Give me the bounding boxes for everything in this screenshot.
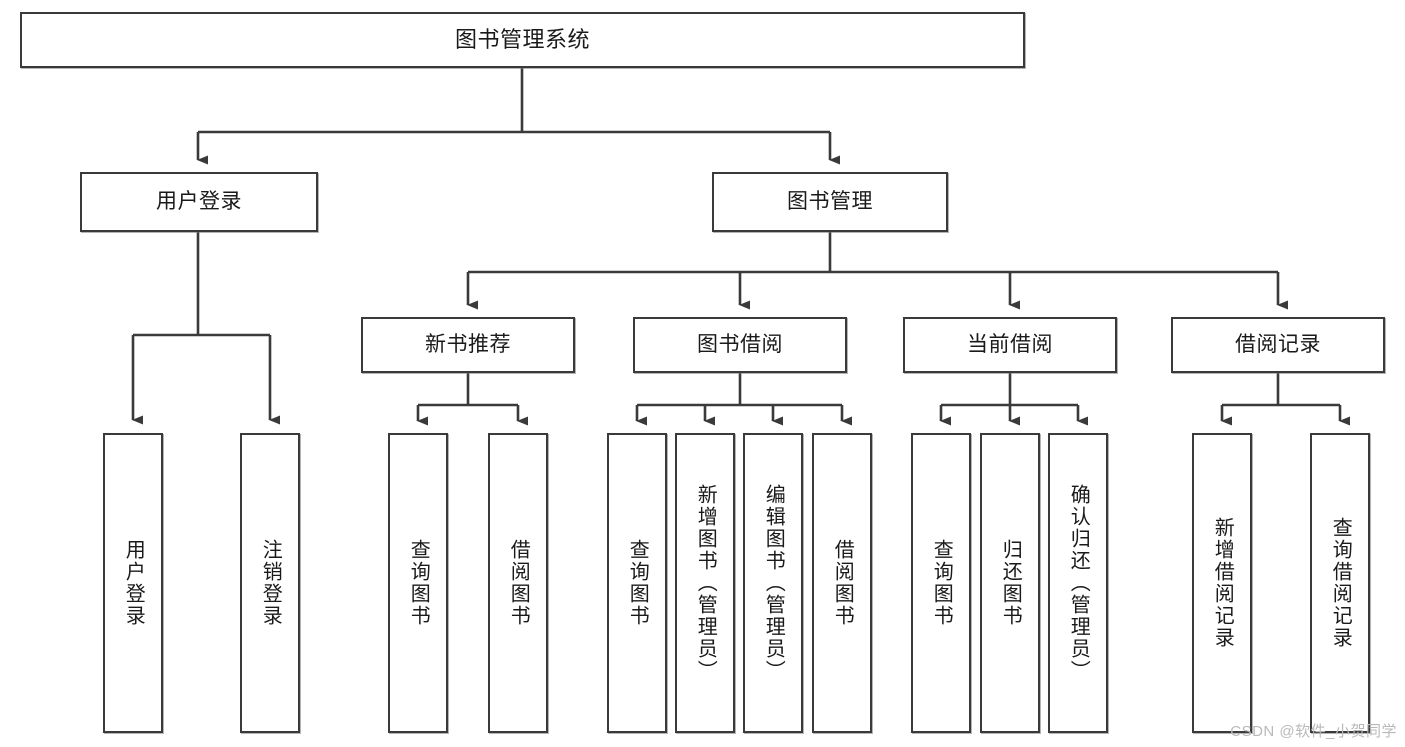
node-leaf-user-logout[interactable]: 注销登录 [240,433,300,733]
node-leaf-query-book-current-label: 查询图书 [930,539,953,627]
node-leaf-add-record-label: 新增借阅记录 [1211,517,1234,649]
node-leaf-borrow-book-rec[interactable]: 借阅图书 [488,433,548,733]
node-leaf-query-record-label: 查询借阅记录 [1329,517,1352,649]
node-user-login-label: 用户登录 [156,189,242,213]
node-leaf-edit-book-label: 编辑图书（管理员） [762,484,785,682]
node-leaf-confirm-return-label: 确认归还（管理员） [1067,484,1090,682]
node-leaf-return-book[interactable]: 归还图书 [980,433,1040,733]
node-leaf-confirm-return[interactable]: 确认归还（管理员） [1048,433,1108,733]
node-book-manage[interactable]: 图书管理 [712,172,948,232]
node-leaf-query-book-borrow[interactable]: 查询图书 [607,433,667,733]
node-new-book-rec-label: 新书推荐 [425,332,511,356]
node-leaf-borrow-book-rec-label: 借阅图书 [507,539,530,627]
node-user-login[interactable]: 用户登录 [80,172,318,232]
node-leaf-borrow-book-label: 借阅图书 [831,539,854,627]
node-book-manage-label: 图书管理 [787,189,873,213]
csdn-watermark: CSDN @软件_小贺同学 [1230,723,1397,740]
node-leaf-add-book-label: 新增图书（管理员） [694,484,717,682]
node-current-borrow[interactable]: 当前借阅 [903,317,1117,373]
node-new-book-rec[interactable]: 新书推荐 [361,317,575,373]
node-book-borrow-label: 图书借阅 [697,332,783,356]
node-current-borrow-label: 当前借阅 [967,332,1053,356]
node-borrow-record-label: 借阅记录 [1235,332,1321,356]
node-leaf-borrow-book[interactable]: 借阅图书 [812,433,872,733]
node-root-label: 图书管理系统 [454,27,590,53]
node-leaf-add-book[interactable]: 新增图书（管理员） [675,433,735,733]
node-root[interactable]: 图书管理系统 [20,12,1025,68]
node-book-borrow[interactable]: 图书借阅 [633,317,847,373]
node-leaf-query-book-rec-label: 查询图书 [407,539,430,627]
node-leaf-query-book-borrow-label: 查询图书 [626,539,649,627]
node-leaf-user-login-label: 用户登录 [122,539,145,627]
node-borrow-record[interactable]: 借阅记录 [1171,317,1385,373]
node-leaf-return-book-label: 归还图书 [999,539,1022,627]
node-leaf-query-record[interactable]: 查询借阅记录 [1310,433,1370,733]
node-leaf-query-book-rec[interactable]: 查询图书 [388,433,448,733]
node-leaf-query-book-current[interactable]: 查询图书 [911,433,971,733]
node-leaf-user-login[interactable]: 用户登录 [103,433,163,733]
node-leaf-edit-book[interactable]: 编辑图书（管理员） [743,433,803,733]
node-leaf-add-record[interactable]: 新增借阅记录 [1192,433,1252,733]
node-leaf-user-logout-label: 注销登录 [259,539,282,627]
